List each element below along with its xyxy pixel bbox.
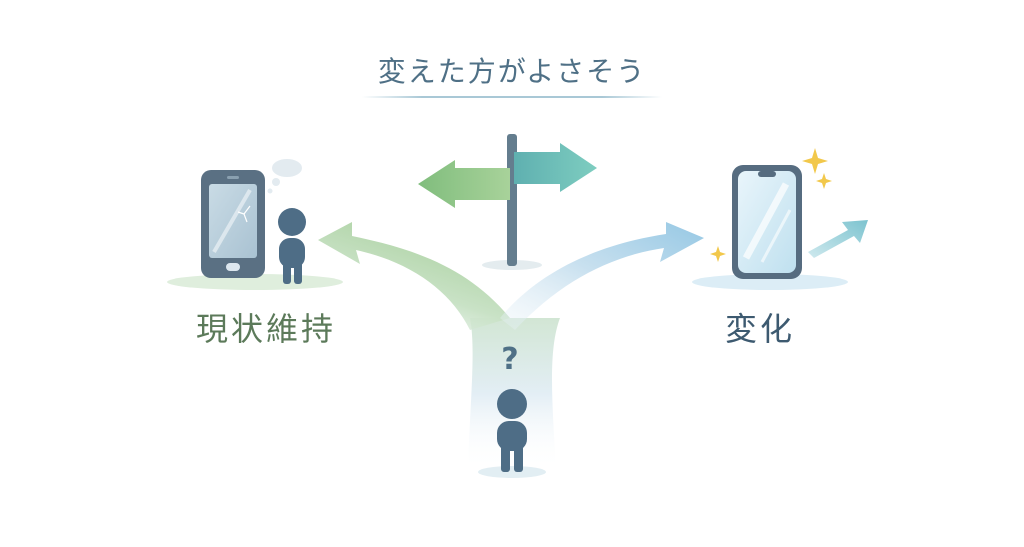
old-phone xyxy=(201,170,265,278)
thought-bubble xyxy=(267,159,302,194)
trend-up-arrow-icon xyxy=(808,220,868,258)
person-center xyxy=(497,389,527,472)
path-arrow-left xyxy=(318,222,510,330)
sign-arrow-right xyxy=(514,143,597,192)
question-mark: ? xyxy=(501,342,519,377)
diagram-title: 変えた方がよさそう xyxy=(377,55,647,88)
path-arrow-right xyxy=(500,222,704,330)
title-underline xyxy=(362,96,662,98)
sparkle-icons xyxy=(710,148,832,262)
person-left xyxy=(278,208,306,284)
ground-shadow-right xyxy=(692,274,848,290)
option-label-change: 変化 xyxy=(724,310,795,348)
option-label-status-quo: 現状維持 xyxy=(195,310,336,348)
new-phone xyxy=(732,165,802,279)
sign-arrow-left xyxy=(418,160,510,208)
